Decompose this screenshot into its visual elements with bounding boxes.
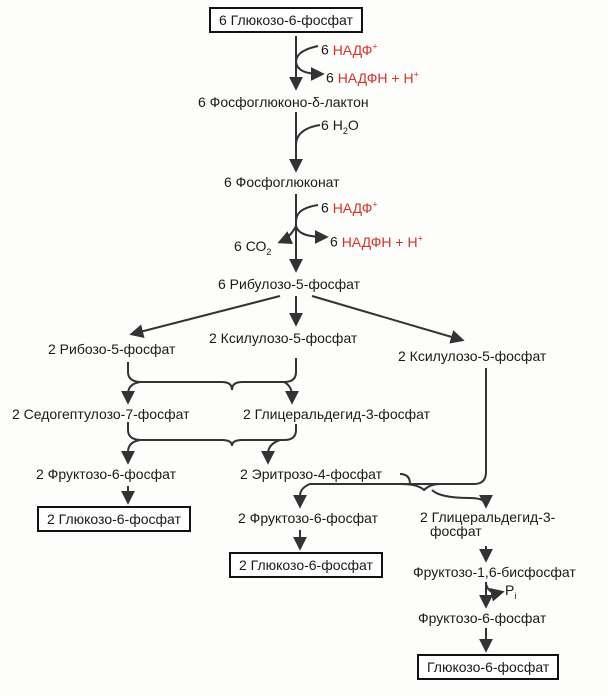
phosphate-out: Рi: [505, 582, 516, 604]
nadph-out-curve-2: [295, 225, 329, 244]
fructose-6-phosphate-right: Фруктозо-6-фосфат: [418, 610, 547, 626]
glucose-6-phosphate-right: Глюкозо-6-фосфат: [417, 654, 560, 680]
coef: 6: [321, 199, 329, 216]
coef: 6: [321, 117, 329, 133]
co2-sub: 2: [266, 246, 272, 257]
xylulose-5-phosphate-right: 2 Ксилулозо-5-фосфат: [398, 348, 547, 364]
nadph-text: НАДФН + Н: [341, 233, 418, 250]
nadp-label: НАДФ+: [332, 199, 378, 216]
coef: 6: [234, 238, 242, 254]
glucose-6-phosphate-mid: 2 Глюкозо-6-фосфат: [229, 552, 383, 578]
erythrose-4-phosphate: 2 Эритрозо-4-фосфат: [240, 466, 383, 482]
nadp-in-curve-2: [295, 204, 319, 223]
nadph-label: НАДФН + Н+: [337, 69, 419, 86]
glucose-6-phosphate-start: 6 Глюкозо-6-фосфат: [209, 7, 363, 33]
box-text: 2 Глюкозо-6-фосфат: [47, 511, 181, 527]
nadp-text: НАДФ: [332, 41, 373, 58]
fructose-6-phosphate-left: 2 Фруктозо-6-фосфат: [36, 466, 176, 482]
h-sup: +: [417, 233, 423, 243]
nadph-out-2: 6 НАДФН + Н+: [330, 230, 423, 250]
crossover-1-left: [127, 358, 297, 391]
nadp-in-curve-1: [295, 45, 319, 63]
co2-out: 6 СО2: [234, 238, 271, 260]
water-in: 6 Н2О: [321, 117, 359, 139]
h-text: Н: [332, 117, 343, 133]
ribose-5-phosphate: 2 Рибозо-5-фосфат: [48, 341, 176, 357]
nadph-out-curve-1: [295, 61, 325, 81]
crossover-2: [127, 422, 297, 447]
box-text: 6 Глюкозо-6-фосфат: [219, 12, 353, 28]
fructose-1-6-bisphosphate: Фруктозо-1,6-бисфосфат: [413, 564, 576, 580]
pi-sub: i: [514, 590, 517, 601]
crossover-3-to-fru: [293, 473, 412, 509]
nadp-in-2: 6 НАДФ+: [321, 196, 378, 216]
nadp-label: НАДФ+: [332, 41, 378, 58]
glyceraldehyde-3-phosphate-right: 2 Глицеральдегид-3- фосфат: [420, 510, 555, 538]
nadph-label: НАДФН + Н+: [341, 233, 423, 250]
phosphogluconate: 6 Фосфоглюконат: [224, 174, 340, 190]
coef: 6: [321, 41, 329, 58]
pi-text: Р: [505, 582, 515, 598]
o-text: О: [347, 117, 359, 133]
crossover-3-to-glyc: [431, 489, 493, 509]
xylulose-right-line: [410, 368, 487, 485]
coef: 6: [326, 69, 334, 86]
nadph-out-1: 6 НАДФН + Н+: [326, 66, 419, 86]
h-sub: 2: [342, 125, 348, 136]
crossover-2-to-ery: [261, 439, 281, 465]
xylulose-5-phosphate-mid: 2 Ксилулозо-5-фосфат: [209, 330, 358, 346]
co2-out-curve: [277, 225, 297, 245]
box-text: 2 Глюкозо-6-фосфат: [239, 557, 373, 573]
glyceraldehyde-line-1: 2 Глицеральдегид-3-: [420, 509, 556, 525]
h-sup: +: [413, 69, 419, 79]
fructose-6-phosphate-mid: 2 Фруктозо-6-фосфат: [238, 510, 378, 526]
crossover-2-to-fru: [121, 439, 141, 465]
sedoheptulose-7-phosphate: 2 Седогептулозо-7-фосфат: [12, 406, 190, 422]
glyceraldehyde-line-2: фосфат: [430, 523, 482, 539]
arrow-to-ribose: [129, 295, 281, 338]
nadp-text: НАДФ: [332, 199, 373, 216]
ribulose-5-phosphate: 6 Рибулозо-5-фосфат: [218, 276, 361, 292]
nadp-sup: +: [372, 199, 378, 209]
phosphogluconolactone: 6 Фосфоглюконо-δ-лактон: [198, 94, 369, 110]
crossover-1-to-sedo: [121, 381, 141, 405]
nadp-sup: +: [372, 41, 378, 51]
box-text: Глюкозо-6-фосфат: [427, 659, 550, 675]
pi-out-curve: [485, 583, 505, 602]
nadph-text: НАДФН + Н: [337, 69, 414, 86]
glucose-6-phosphate-left: 2 Глюкозо-6-фосфат: [37, 506, 191, 532]
h2o-curve: [295, 124, 321, 146]
arrow-to-xylulose-right: [311, 295, 465, 344]
co2-text: СО: [245, 238, 267, 254]
coef: 6: [330, 233, 338, 250]
crossover-1-to-glyc: [283, 381, 299, 405]
glyceraldehyde-3-phosphate-mid: 2 Глицеральдегид-3-фосфат: [243, 406, 431, 422]
nadp-in-1: 6 НАДФ+: [321, 38, 378, 58]
